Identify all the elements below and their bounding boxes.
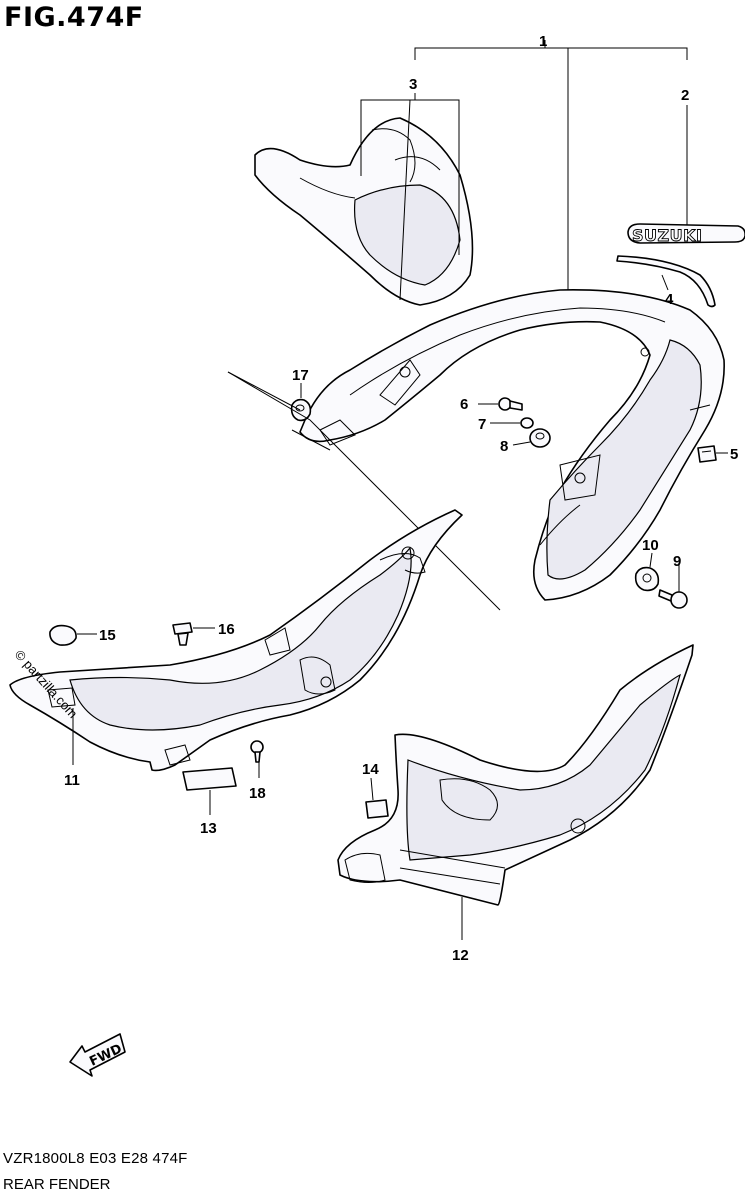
callout-2: 2 bbox=[681, 87, 689, 104]
part-9-bolt[interactable] bbox=[658, 589, 688, 609]
figure-code: VZR1800L8 E03 E28 474F bbox=[3, 1150, 188, 1167]
part-12-right-side-cover[interactable] bbox=[337, 644, 694, 906]
leader-3 bbox=[360, 93, 460, 301]
figure-name: REAR FENDER bbox=[3, 1176, 111, 1193]
part-11-left-side-cover[interactable] bbox=[9, 509, 463, 772]
projection-lines bbox=[227, 371, 501, 611]
callout-12: 12 bbox=[452, 947, 469, 964]
callout-3: 3 bbox=[409, 76, 417, 93]
callout-1: 1 bbox=[539, 33, 547, 50]
callout-5: 5 bbox=[730, 446, 738, 463]
callout-9: 9 bbox=[673, 553, 681, 570]
callout-18: 18 bbox=[249, 785, 266, 802]
callout-16: 16 bbox=[218, 621, 235, 638]
callout-8: 8 bbox=[500, 438, 508, 455]
leader-1 bbox=[414, 40, 688, 290]
part-18-screw[interactable] bbox=[250, 740, 264, 763]
part-6-screw[interactable] bbox=[498, 397, 523, 411]
callout-6: 6 bbox=[460, 396, 468, 413]
callout-17: 17 bbox=[292, 367, 309, 384]
callout-4: 4 bbox=[665, 291, 674, 308]
callout-7: 7 bbox=[478, 416, 486, 433]
part-2-suzuki-emblem[interactable]: SUZUKI bbox=[627, 223, 745, 245]
callout-10: 10 bbox=[642, 537, 659, 554]
part-3-seat-cowl[interactable] bbox=[254, 117, 474, 306]
part-5-clip-nut[interactable] bbox=[697, 445, 717, 463]
figure-title: FIG.474F bbox=[4, 2, 144, 33]
part-4-trim-strip[interactable] bbox=[616, 255, 716, 308]
callout-15: 15 bbox=[99, 627, 116, 644]
part-7-washer[interactable] bbox=[520, 417, 534, 429]
part-16-push-rivet[interactable] bbox=[172, 622, 193, 646]
callout-13: 13 bbox=[200, 820, 217, 837]
part-17-grommet[interactable] bbox=[290, 398, 312, 422]
part-13-pad[interactable] bbox=[182, 767, 237, 791]
emblem-text: SUZUKI bbox=[632, 226, 702, 245]
part-8-grommet[interactable] bbox=[529, 428, 551, 448]
callout-11: 11 bbox=[64, 772, 80, 789]
callout-14: 14 bbox=[362, 761, 379, 778]
part-14-pad[interactable] bbox=[365, 799, 389, 819]
part-1-rear-fender[interactable] bbox=[299, 289, 725, 601]
part-10-grommet[interactable] bbox=[634, 566, 660, 592]
fwd-arrow: FWD bbox=[69, 1033, 126, 1077]
part-15-grommet[interactable] bbox=[49, 624, 77, 646]
